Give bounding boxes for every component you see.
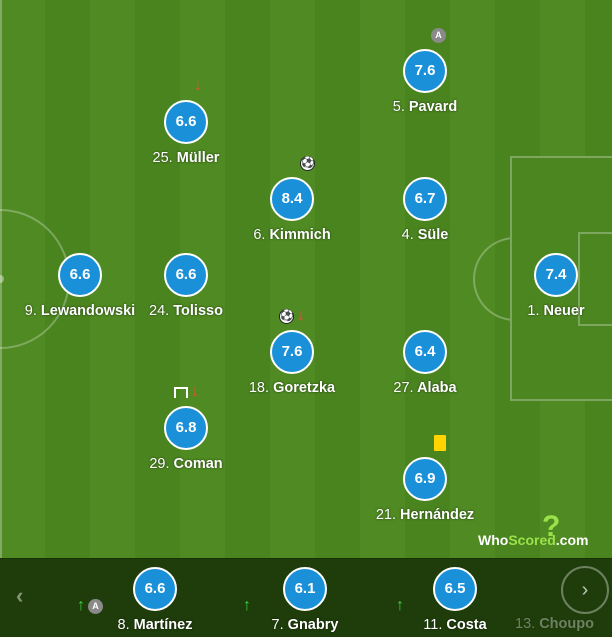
player-rating: 6.8 xyxy=(164,406,208,450)
goal-ball-icon: ⚽ xyxy=(279,308,294,324)
player-rating: 6.5 xyxy=(433,567,477,611)
sub-in-icon: ↑ xyxy=(243,597,251,614)
player-number: 9. xyxy=(24,303,37,319)
player-number: 8. xyxy=(117,617,130,633)
assist-icon: A xyxy=(431,27,446,43)
player-name: Hernández xyxy=(400,507,475,523)
player-number: 11. xyxy=(423,617,443,633)
player-rating: 6.6 xyxy=(164,100,208,144)
player-name: Neuer xyxy=(543,303,585,319)
player-name: Pavard xyxy=(408,99,458,115)
player-number: 18. xyxy=(248,380,270,396)
pitch xyxy=(0,0,612,558)
player-number: 4. xyxy=(401,227,414,243)
whoscored-logo: ? WhoScored.com xyxy=(478,510,589,549)
player-number: 1. xyxy=(527,303,540,319)
player-number: 27. xyxy=(393,380,414,396)
player-name: Kimmich xyxy=(269,227,331,243)
player-name: Lewandowski xyxy=(40,303,136,319)
sub-out-icon: ↓ xyxy=(297,307,305,324)
player-rating: 8.4 xyxy=(270,177,314,221)
player-name: Müller xyxy=(176,150,220,166)
center-spot xyxy=(0,275,4,283)
player-name: Gnabry xyxy=(287,617,339,633)
player-name: Costa xyxy=(446,617,487,633)
goal-kick-icon xyxy=(174,386,188,398)
player-name: Alaba xyxy=(417,380,457,396)
player-name: Tolisso xyxy=(173,303,223,319)
player-number: 5. xyxy=(392,99,405,115)
player-number: 21. xyxy=(375,507,396,523)
yellow-card-icon xyxy=(434,435,446,451)
player-name: Coman xyxy=(173,456,223,472)
assist-icon: A xyxy=(88,598,103,614)
player-name: Süle xyxy=(417,227,449,243)
player-number: 6. xyxy=(253,227,266,243)
next-arrow-icon[interactable]: › xyxy=(561,566,609,614)
player-rating: 6.6 xyxy=(133,567,177,611)
player-rating: 7.4 xyxy=(534,253,578,297)
player-number: 25. xyxy=(152,150,173,166)
goal-area xyxy=(578,232,612,326)
logo-mark-icon: ? xyxy=(542,510,561,543)
player-rating: 7.6 xyxy=(270,330,314,374)
player-rating: 6.6 xyxy=(58,253,102,297)
halfway-line xyxy=(0,0,2,558)
player-rating: 6.4 xyxy=(403,330,447,374)
sub-out-icon: ↓ xyxy=(194,77,202,94)
player-number: 29. xyxy=(149,456,170,472)
player-number: 7. xyxy=(271,617,284,633)
sub-out-icon: ↓ xyxy=(191,383,199,400)
player-name: Goretzka xyxy=(273,380,336,396)
player-rating: 6.6 xyxy=(164,253,208,297)
sub-in-icon: ↑ xyxy=(77,597,85,614)
sub-in-icon: ↑ xyxy=(396,597,404,614)
sub-choupo: 13. Choupo xyxy=(515,616,594,632)
prev-arrow-icon[interactable]: ‹ xyxy=(16,583,24,608)
goal-ball-icon: ⚽ xyxy=(300,155,315,171)
player-rating: 6.1 xyxy=(283,567,327,611)
player-number: 24. xyxy=(149,303,170,319)
player-rating: 6.7 xyxy=(403,177,447,221)
player-rating: 7.6 xyxy=(403,49,447,93)
player-rating: 6.9 xyxy=(403,457,447,501)
player-name: Martínez xyxy=(133,617,193,633)
